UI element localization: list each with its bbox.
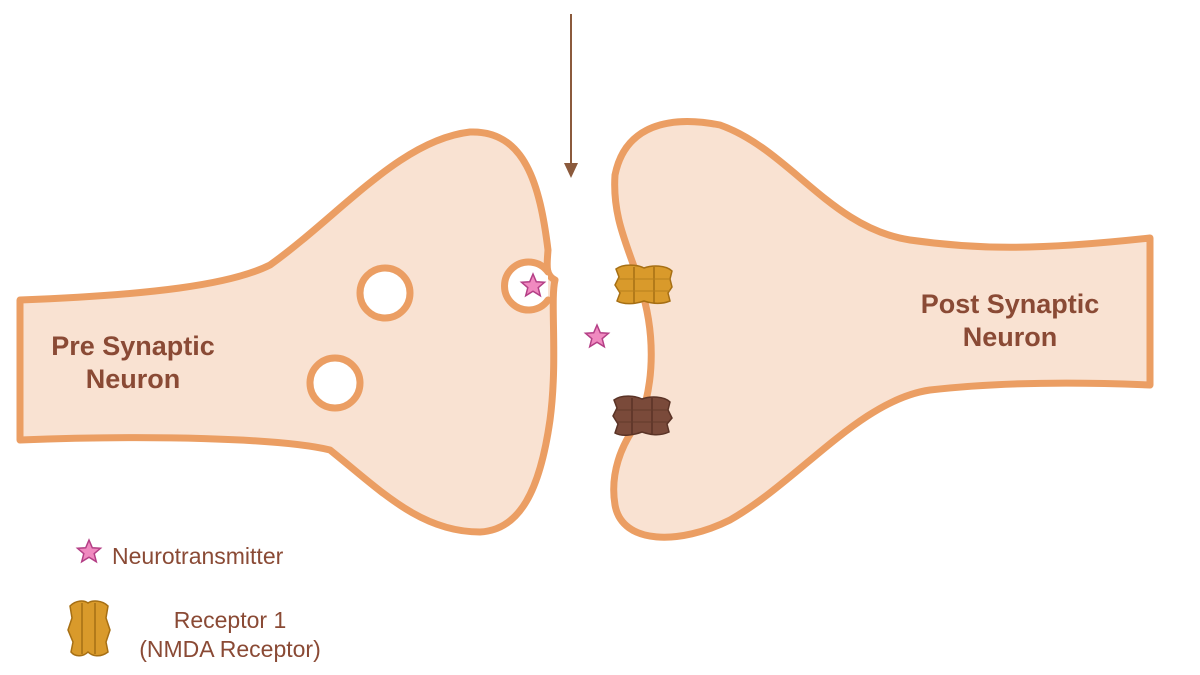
legend-neurotransmitter-text: Neurotransmitter: [112, 543, 284, 569]
signal-arrow: [564, 14, 578, 178]
post-synaptic-label: Post Synaptic Neuron: [900, 288, 1120, 354]
legend-receptor-line2: (NMDA Receptor): [139, 636, 321, 662]
vesicle: [306, 354, 364, 412]
post-synaptic-label-line2: Neuron: [962, 322, 1058, 352]
post-synaptic-label-line1: Post Synaptic: [920, 289, 1100, 319]
legend-receptor-icon: [67, 600, 111, 657]
pre-synaptic-neuron: [16, 128, 559, 536]
pre-synaptic-label: Pre Synaptic Neuron: [38, 330, 228, 396]
dark-receptor-icon: [612, 395, 673, 436]
legend-receptor-line1: Receptor 1: [173, 607, 287, 633]
fusing-vesicle: [501, 258, 552, 314]
nmda-receptor-icon: [614, 264, 673, 305]
legend-receptor-label: Receptor 1 (NMDA Receptor): [120, 606, 340, 664]
legend-neurotransmitter-label: Neurotransmitter: [112, 542, 283, 571]
neurotransmitter-star: [584, 324, 610, 348]
post-synaptic-neuron: [610, 118, 1154, 541]
pre-synaptic-label-line2: Neuron: [85, 364, 181, 394]
legend-neurotransmitter-icon: [76, 539, 102, 563]
vesicle: [356, 264, 414, 322]
pre-synaptic-label-line1: Pre Synaptic: [51, 331, 215, 361]
